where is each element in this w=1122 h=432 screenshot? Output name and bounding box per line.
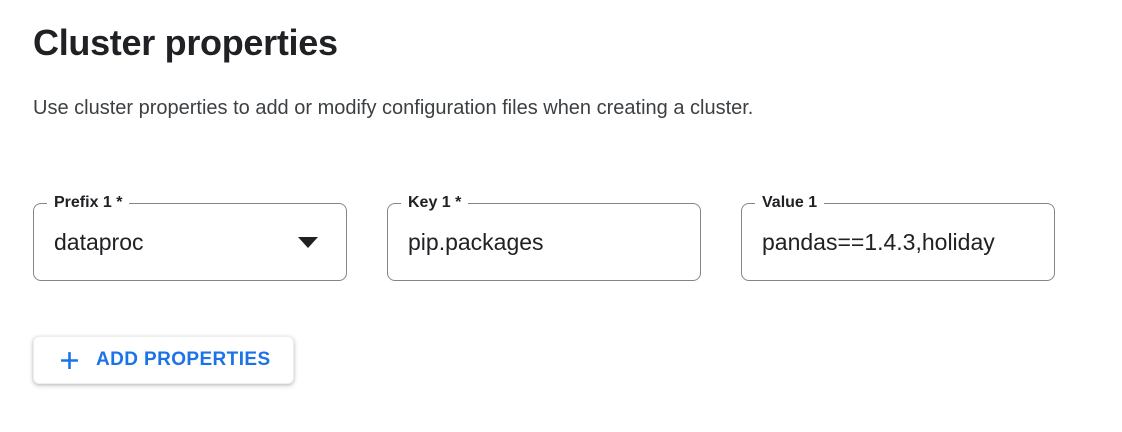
prefix-label: Prefix 1 * [47, 192, 130, 215]
key-field: Key 1 * [387, 192, 701, 282]
plus-icon [61, 351, 78, 369]
prefix-select[interactable]: Prefix 1 * dataproc [33, 192, 347, 282]
add-properties-label: ADD PROPERTIES [96, 349, 271, 371]
value-input[interactable] [762, 228, 1048, 256]
value-field: Value 1 [741, 192, 1055, 282]
property-row: Prefix 1 * dataproc Key 1 * Value 1 [33, 192, 1122, 282]
prefix-value: dataproc [54, 228, 144, 255]
key-label: Key 1 * [401, 192, 469, 215]
key-input[interactable] [408, 228, 694, 256]
value-label: Value 1 [755, 192, 825, 215]
page-title: Cluster properties [33, 22, 338, 63]
caret-down-icon [298, 236, 318, 248]
page-description: Use cluster properties to add or modify … [33, 97, 754, 120]
add-properties-button[interactable]: ADD PROPERTIES [33, 336, 294, 385]
